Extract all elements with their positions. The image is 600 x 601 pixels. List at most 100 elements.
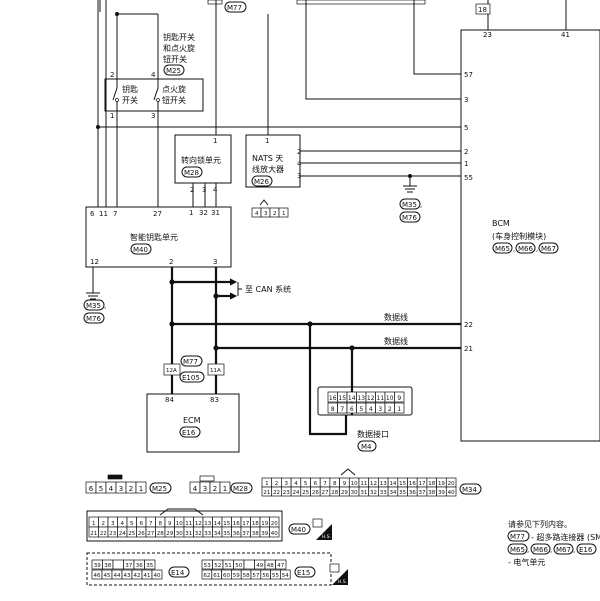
m25-pin-label: 2: [129, 485, 133, 493]
svg-text:,: ,: [420, 201, 422, 209]
svg-text:3: 3: [464, 96, 468, 104]
m34-pin-label: 5: [304, 481, 308, 487]
svg-text:1: 1: [213, 137, 217, 145]
key-switch-assembly: 钥匙开关 和点火旋 钮开关 M25 2 4 1 3 钥匙 开关 点火旋 钮开关: [104, 32, 204, 120]
svg-text:M65: M65: [495, 245, 510, 253]
m40-pin-label: 39: [261, 531, 268, 537]
svg-text:32: 32: [199, 209, 208, 217]
svg-text:22: 22: [464, 321, 473, 329]
m34-pin-label: 12: [370, 481, 377, 487]
m40-pin-label: 10: [176, 521, 183, 527]
m34-pin-label: 9: [343, 481, 347, 487]
key-switch-tag: M25: [166, 67, 181, 75]
m34-pin-label: 2: [275, 481, 279, 487]
m34-pin-label: 29: [341, 490, 348, 496]
m40-pin-label: 33: [204, 531, 211, 537]
svg-text:2: 2: [297, 148, 301, 156]
m25-pin-label: 5: [99, 485, 103, 493]
dlc-pin-label: 5: [359, 406, 363, 413]
svg-text:3: 3: [202, 186, 206, 194]
svg-text:57: 57: [464, 71, 473, 79]
dlc-pin-label: 9: [397, 395, 401, 402]
svg-text:1: 1: [464, 160, 468, 168]
m34-pin-label: 18: [428, 481, 435, 487]
svg-text:,: ,: [550, 546, 552, 554]
e14-pin-label: 35: [146, 563, 153, 569]
svg-text:1: 1: [189, 209, 193, 217]
bcm-pin-18: 18: [478, 6, 487, 14]
dlc-pin-label: 6: [350, 406, 354, 413]
bcm-signal-wires: [98, 0, 461, 128]
nats-connector: 4 3 2 1: [251, 207, 289, 218]
can-bus-wiring: 至 CAN 系统 数据线 数据线: [169, 267, 461, 436]
m34-pin-label: 1: [265, 481, 269, 487]
m40-pin-label: 24: [119, 531, 126, 537]
m40-pin-label: 34: [214, 531, 221, 537]
svg-text:M34: M34: [462, 486, 477, 494]
dlc-pin-label: 12: [367, 395, 375, 402]
m34-pin-label: 15: [399, 481, 406, 487]
m34-pin-label: 23: [283, 490, 290, 496]
svg-text:M25: M25: [152, 485, 167, 493]
svg-text:M35: M35: [402, 201, 417, 209]
m34-pin-label: 24: [292, 490, 299, 496]
dlc-pin-label: 14: [348, 395, 356, 402]
svg-text:4: 4: [151, 71, 156, 79]
m34-pin-label: 6: [314, 481, 318, 487]
e14-pin-label: 41: [144, 573, 151, 579]
svg-text:,: ,: [104, 302, 106, 310]
m40-pin-label: 4: [121, 521, 125, 527]
m28-pin-label: 2: [213, 485, 217, 493]
svg-text:钮开关: 钮开关: [163, 54, 187, 64]
data-line-1-label: 数据线: [384, 312, 408, 322]
svg-text:,: ,: [513, 245, 515, 253]
reference-note: 请参见下列内容。 M77 - 超多路连接器 (SM M65 , M66 , M6…: [507, 519, 600, 567]
m34-pin-label: 10: [351, 481, 358, 487]
svg-text:83: 83: [210, 396, 219, 404]
bcm-ground-symbol: M35 , M76: [399, 174, 422, 223]
m40-pin-label: 23: [109, 531, 116, 537]
m34-pin-label: 22: [273, 490, 280, 496]
m34-pin-label: 3: [285, 481, 289, 487]
svg-text:M76: M76: [86, 315, 101, 323]
note-line-4: - 电气单元: [508, 557, 545, 567]
m34-pin-label: 25: [302, 490, 309, 496]
m28-pin-label: 4: [193, 485, 198, 493]
svg-text:11: 11: [99, 210, 108, 218]
bcm-tags: M65 , M66 , M67: [492, 242, 559, 254]
m34-pin-label: 39: [438, 490, 445, 496]
e15-pin-label: 56: [262, 573, 269, 579]
e15-pin-label: 60: [223, 573, 230, 579]
m40-pin-label: 19: [261, 521, 268, 527]
e14-cell: [144, 559, 156, 570]
m40-pin-label: 17: [242, 521, 249, 527]
svg-text:4: 4: [297, 160, 302, 168]
m34-pin-label: 8: [333, 481, 337, 487]
svg-text:2: 2: [190, 186, 194, 194]
svg-text:27: 27: [153, 210, 162, 218]
svg-text:4: 4: [255, 211, 259, 217]
dlc-pin-label: 4: [369, 406, 373, 413]
data-line-2-label: 数据线: [384, 336, 408, 346]
ecm-unit: 84 83 ECM E16: [146, 393, 240, 453]
svg-text:1: 1: [282, 211, 286, 217]
m34-pin-label: 40: [448, 490, 455, 496]
m40-pin-label: 29: [166, 531, 173, 537]
m34-pin-label: 4: [294, 481, 298, 487]
svg-text:E105: E105: [182, 374, 200, 382]
svg-text:,: ,: [536, 245, 538, 253]
e15-cell: [243, 559, 255, 570]
m34-cell: [445, 486, 457, 497]
dlc-pin-label: 1: [397, 406, 401, 413]
svg-text:5: 5: [464, 124, 468, 132]
e14-cell: [151, 569, 163, 580]
e14-cell: [112, 559, 124, 570]
